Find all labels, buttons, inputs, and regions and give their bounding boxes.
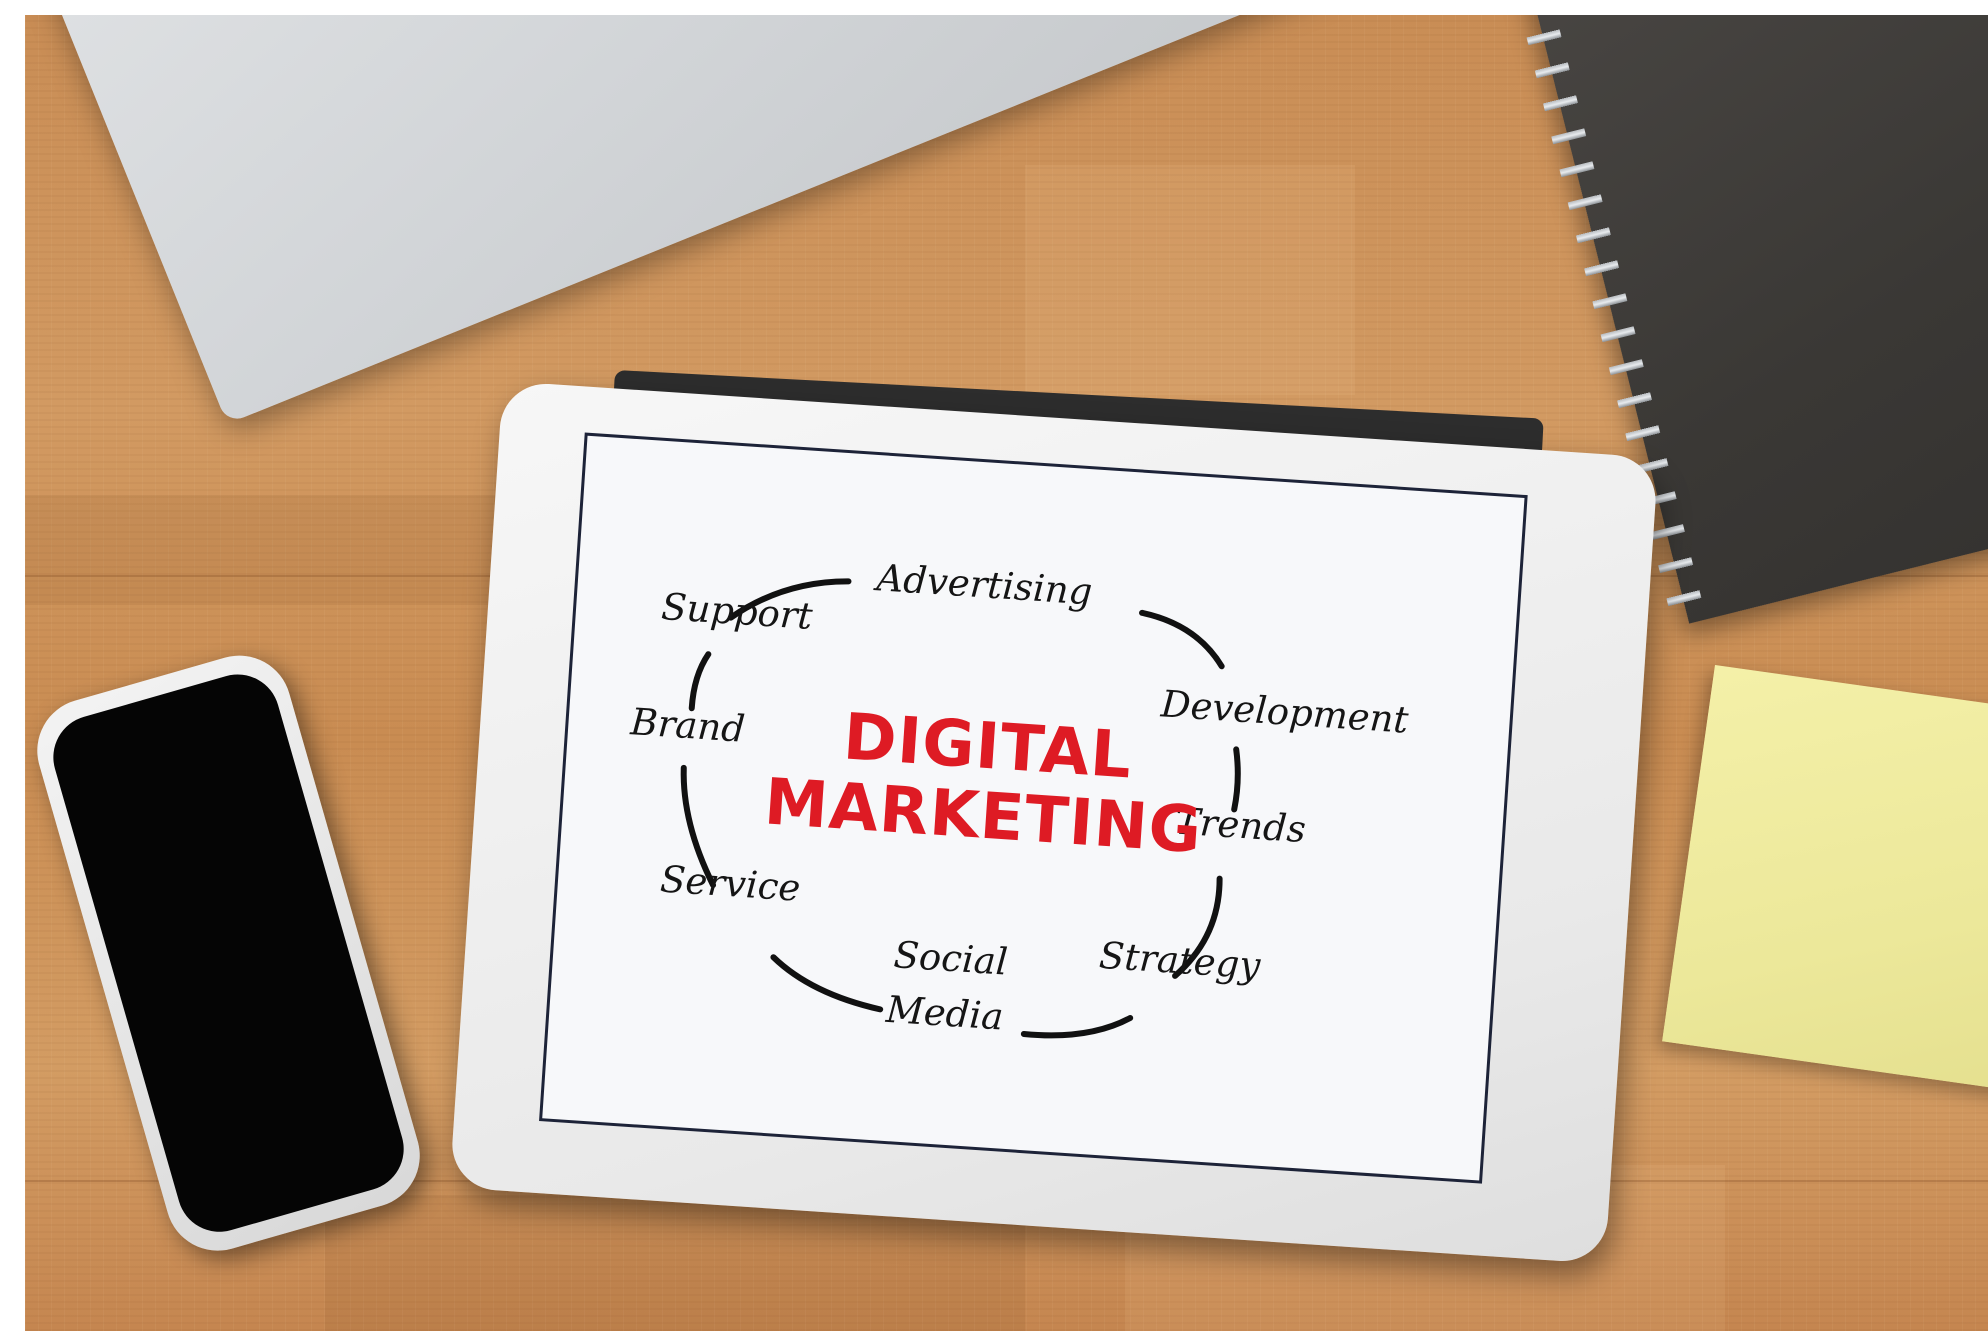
label-strategy: Strategy bbox=[1098, 934, 1263, 988]
wood-grain-block bbox=[25, 495, 505, 605]
cycle-arc bbox=[1231, 746, 1241, 813]
smartphone bbox=[25, 643, 433, 1263]
desk-scene: Advertising Development Trends Strategy … bbox=[25, 15, 1988, 1331]
title-marketing: MARKETING bbox=[762, 765, 1204, 868]
sticky-note bbox=[1662, 665, 1988, 1100]
cycle-arc bbox=[1172, 875, 1223, 979]
tablet-screen: Advertising Development Trends Strategy … bbox=[539, 432, 1528, 1184]
label-media: Media bbox=[884, 988, 1005, 1039]
label-advertising: Advertising bbox=[872, 556, 1093, 613]
cycle-arc bbox=[770, 954, 884, 1013]
label-service: Service bbox=[659, 858, 802, 910]
wood-grain-block bbox=[1025, 165, 1355, 395]
smartphone-screen bbox=[43, 664, 414, 1242]
cycle-arc bbox=[688, 651, 712, 712]
tablet: Advertising Development Trends Strategy … bbox=[449, 381, 1659, 1264]
cycle-arc bbox=[1139, 609, 1225, 670]
label-development: Development bbox=[1159, 682, 1410, 741]
cycle-arc bbox=[680, 764, 717, 889]
cycle-arc bbox=[1020, 1014, 1134, 1039]
label-social: Social bbox=[892, 933, 1009, 983]
cycle-arc bbox=[727, 578, 852, 621]
digital-marketing-cycle-diagram: Advertising Development Trends Strategy … bbox=[628, 556, 1410, 1039]
label-trends: Trends bbox=[1174, 800, 1307, 852]
label-brand: Brand bbox=[628, 700, 746, 751]
label-support: Support bbox=[660, 585, 814, 638]
